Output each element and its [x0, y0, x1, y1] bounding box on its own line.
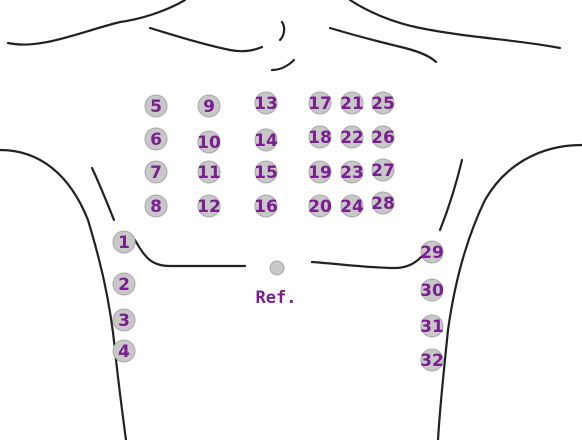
electrode-24: 24	[340, 195, 364, 217]
electrode-17: 17	[308, 92, 332, 114]
electrode-22: 22	[340, 126, 364, 148]
electrode-group: 1234567891011121314151617181920212223242…	[113, 92, 444, 371]
electrode-26: 26	[371, 126, 395, 148]
electrode-label: 11	[197, 163, 221, 183]
electrode-label: 17	[308, 94, 332, 114]
electrode-label: 10	[197, 133, 221, 153]
electrode-3: 3	[113, 309, 135, 331]
electrode-label: 7	[150, 163, 162, 183]
electrode-label: 29	[420, 243, 444, 263]
electrode-1: 1	[113, 231, 135, 253]
electrode-9: 9	[198, 95, 220, 117]
electrode-label: 22	[340, 128, 364, 148]
electrode-11: 11	[197, 161, 221, 183]
electrode-label: 2	[118, 275, 130, 295]
right-collarbone	[330, 28, 436, 62]
reference-label: Ref.	[256, 288, 297, 308]
electrode-label: 18	[308, 128, 332, 148]
electrode-19: 19	[308, 161, 332, 183]
electrode-label: 13	[254, 94, 278, 114]
electrode-31: 31	[420, 315, 444, 337]
electrode-20: 20	[308, 195, 332, 217]
left-chest-underline	[135, 240, 245, 266]
left-body-contour	[0, 150, 126, 440]
electrode-label: 9	[203, 97, 215, 117]
electrode-label: 25	[371, 94, 395, 114]
electrode-6: 6	[145, 128, 167, 150]
electrode-label: 26	[371, 128, 395, 148]
reference-electrode	[270, 261, 284, 275]
electrode-label: 20	[308, 197, 332, 217]
electrode-21: 21	[340, 92, 364, 114]
electrode-label: 15	[254, 163, 278, 183]
electrode-14: 14	[254, 129, 278, 151]
electrode-label: 30	[420, 281, 444, 301]
right-chest-underline	[312, 248, 428, 268]
left-shoulder-line	[8, 0, 185, 45]
electrode-8: 8	[145, 195, 167, 217]
left-arm-contour	[92, 168, 114, 220]
electrode-label: 6	[150, 130, 162, 150]
electrode-16: 16	[254, 195, 278, 217]
electrode-label: 32	[420, 351, 444, 371]
electrode-label: 3	[118, 311, 130, 331]
electrode-label: 12	[197, 197, 221, 217]
electrode-label: 28	[371, 194, 395, 214]
electrode-label: 24	[340, 197, 364, 217]
electrode-15: 15	[254, 161, 278, 183]
electrode-25: 25	[371, 92, 395, 114]
electrode-label: 4	[118, 342, 130, 362]
reference-group: Ref.	[256, 261, 297, 308]
electrode-29: 29	[420, 241, 444, 263]
electrode-28: 28	[371, 192, 395, 214]
neck-notch-top	[280, 22, 284, 40]
electrode-13: 13	[254, 92, 278, 114]
electrode-label: 16	[254, 197, 278, 217]
electrode-label: 14	[254, 131, 278, 151]
electrode-7: 7	[145, 161, 167, 183]
electrode-label: 27	[371, 161, 395, 181]
neck-notch-bottom	[272, 60, 294, 70]
electrode-30: 30	[420, 279, 444, 301]
electrode-2: 2	[113, 273, 135, 295]
electrode-12: 12	[197, 195, 221, 217]
right-body-contour	[438, 145, 582, 440]
right-arm-contour	[440, 160, 462, 230]
electrode-27: 27	[371, 159, 395, 181]
electrode-32: 32	[420, 349, 444, 371]
electrode-label: 31	[420, 317, 444, 337]
electrode-5: 5	[145, 95, 167, 117]
electrode-label: 1	[118, 233, 130, 253]
electrode-label: 23	[340, 163, 364, 183]
electrode-label: 5	[150, 97, 162, 117]
left-collarbone	[150, 28, 262, 51]
electrode-label: 19	[308, 163, 332, 183]
right-shoulder-line	[350, 0, 560, 48]
electrode-18: 18	[308, 126, 332, 148]
electrode-label: 8	[150, 197, 162, 217]
electrode-label: 21	[340, 94, 364, 114]
electrode-10: 10	[197, 131, 221, 153]
electrode-23: 23	[340, 161, 364, 183]
electrode-4: 4	[113, 340, 135, 362]
